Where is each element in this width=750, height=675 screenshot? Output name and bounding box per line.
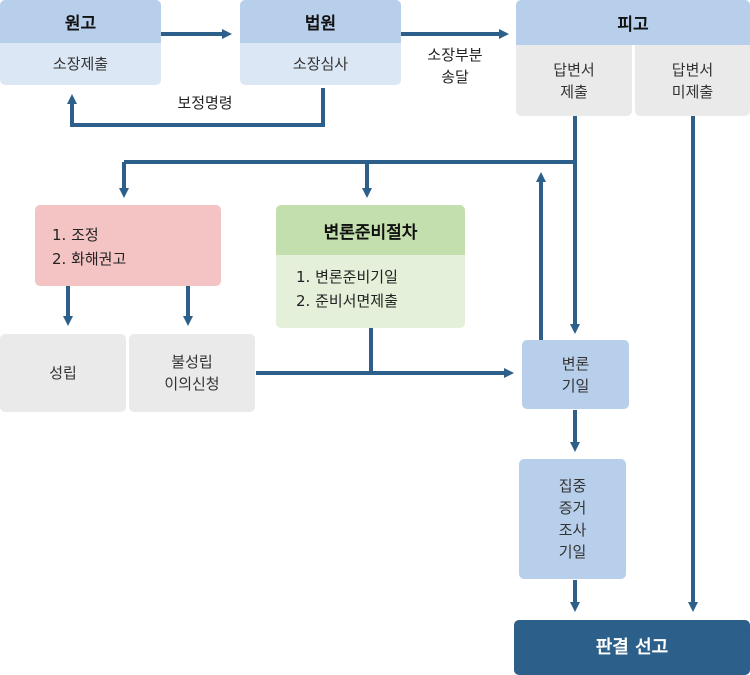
correction-order-label: 보정명령 xyxy=(177,94,233,112)
answer-submitted-line1: 답변서 xyxy=(553,60,595,79)
evidence-box: 집중 증거 조사 기일 xyxy=(519,459,626,579)
evidence-line: 조사 xyxy=(558,521,587,539)
mediation-box: 1. 조정 2. 화해권고 xyxy=(35,205,221,286)
judgment-label: 판결 선고 xyxy=(595,636,669,658)
answer-not-submitted-cell: 답변서 미제출 xyxy=(635,45,750,116)
hearing-line2: 기일 xyxy=(561,376,590,395)
evidence-line: 집중 xyxy=(558,477,587,495)
preparation-box: 변론준비절차 1. 변론준비기일 2. 준비서면제출 xyxy=(276,205,465,328)
established-label: 성립 xyxy=(49,364,77,382)
answer-submitted-cell: 답변서 제출 xyxy=(516,45,632,116)
preparation-item: 2. 준비서면제출 xyxy=(296,292,398,310)
service-label-line1: 소장부분 xyxy=(427,46,483,64)
plaintiff-action: 소장제출 xyxy=(0,43,161,85)
mediation-item: 2. 화해권고 xyxy=(52,250,127,268)
judgment-box: 판결 선고 xyxy=(514,620,750,675)
defendant-box: 피고 답변서 제출 답변서 미제출 xyxy=(516,0,750,116)
defendant-title: 피고 xyxy=(516,0,750,45)
court-action: 소장심사 xyxy=(240,43,401,85)
court-title: 법원 xyxy=(240,0,401,43)
hearing-box: 변론 기일 xyxy=(522,340,629,409)
answer-submitted-line2: 제출 xyxy=(560,82,588,101)
not-established-line2: 이의신청 xyxy=(164,375,220,393)
answer-not-submitted-line1: 답변서 xyxy=(671,60,714,79)
preparation-item: 1. 변론준비기일 xyxy=(296,268,398,286)
plaintiff-box: 원고 소장제출 xyxy=(0,0,161,85)
plaintiff-title: 원고 xyxy=(0,0,161,43)
mediation-item: 1. 조정 xyxy=(52,226,99,244)
evidence-line: 증거 xyxy=(558,499,587,517)
answer-not-submitted-line2: 미제출 xyxy=(671,82,714,101)
evidence-line: 기일 xyxy=(558,543,587,561)
service-label-line2: 송달 xyxy=(441,68,469,86)
not-established-box: 불성립 이의신청 xyxy=(129,334,255,412)
arrow-correction-order xyxy=(67,88,325,127)
established-box: 성립 xyxy=(0,334,126,412)
court-box: 법원 소장심사 xyxy=(240,0,401,85)
service-label: 소장부분 송달 xyxy=(410,44,500,88)
not-established-line1: 불성립 xyxy=(171,353,213,371)
preparation-title: 변론준비절차 xyxy=(276,205,465,255)
hearing-line1: 변론 xyxy=(561,354,590,373)
